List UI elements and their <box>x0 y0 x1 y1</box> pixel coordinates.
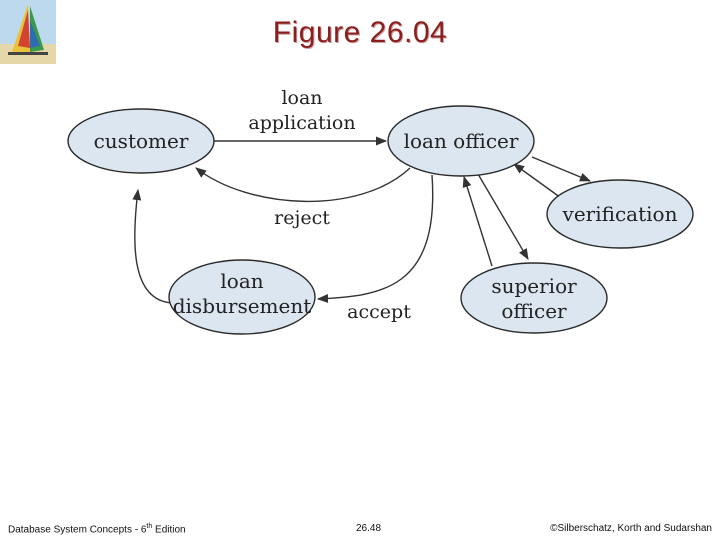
node-loan-officer: loan officer <box>387 105 535 177</box>
edge-loan-officer-to-disbursement-accept <box>316 174 434 303</box>
node-customer: customer <box>67 108 215 174</box>
footer-book-title-suffix: Edition <box>152 524 186 536</box>
node-verification-label: verification <box>562 202 678 226</box>
edge-label-accept: accept <box>347 301 411 323</box>
edge-label-loan-application-line1: loan <box>281 87 322 109</box>
footer-copyright: ©Silberschatz, Korth and Sudarshan <box>550 523 712 534</box>
edge-loan-officer-to-customer-reject <box>195 167 411 203</box>
footer-page-number: 26.48 <box>356 523 382 534</box>
edge-label-loan-application-line2: application <box>248 112 355 134</box>
node-superior-officer-label-line1: superior <box>491 274 577 298</box>
slide-title: Figure 26.04 <box>272 16 448 49</box>
node-superior-officer: superior officer <box>460 262 608 334</box>
footer-book-title-edition-sup: th <box>146 523 153 530</box>
footer-book-title-prefix: Database System Concepts - 6 <box>8 524 147 536</box>
edge-label-reject: reject <box>274 207 330 229</box>
node-loan-officer-label: loan officer <box>404 129 519 153</box>
footer-book-title: Database System Concepts - 6th Edition <box>8 523 186 535</box>
edge-loan-officer-to-verification <box>531 156 592 182</box>
node-verification: verification <box>546 179 694 249</box>
edge-superior-officer-to-loan-officer <box>462 175 493 267</box>
sailboat-logo <box>0 0 56 64</box>
edge-loan-officer-to-superior-officer <box>477 173 529 260</box>
node-loan-disbursement-label-line2: disbursement <box>173 294 312 318</box>
node-customer-label: customer <box>94 129 189 153</box>
node-loan-disbursement-label-line1: loan <box>220 269 263 293</box>
node-loan-disbursement: loan disbursement <box>168 259 316 335</box>
node-superior-officer-label-line2: officer <box>501 299 567 323</box>
edge-disbursement-to-customer <box>132 188 173 304</box>
